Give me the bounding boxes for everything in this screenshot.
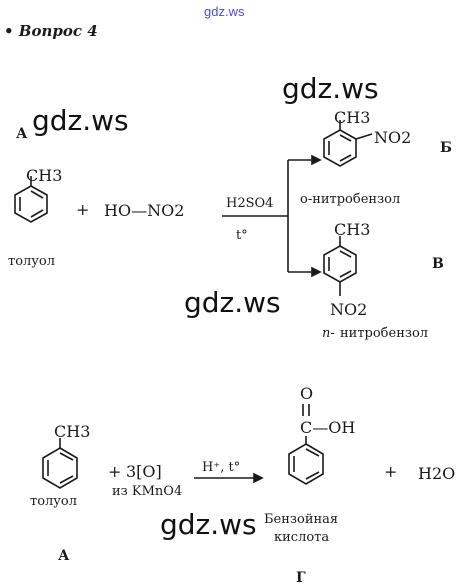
oxidant: 3[O]: [126, 462, 162, 481]
water: H2O: [418, 464, 456, 483]
label-b: Б: [440, 140, 452, 156]
condition: t°: [236, 228, 248, 243]
question-heading: • Вопрос 4: [4, 22, 98, 40]
plus-sign-3: +: [384, 462, 398, 481]
watermark: gdz.ws: [160, 508, 257, 541]
watermark: gdz.ws: [32, 104, 129, 137]
condition-2: H⁺, t°: [202, 460, 241, 475]
plus-sign: +: [76, 200, 90, 219]
label-v: В: [432, 256, 444, 272]
para-name: нитробензол: [340, 326, 429, 341]
toluene-ch3: CH3: [26, 166, 63, 185]
para-ch3: CH3: [334, 220, 371, 239]
ortho-no2: NO2: [374, 128, 412, 147]
oxidant-source: из KMnO4: [112, 484, 183, 499]
watermark: gdz.ws: [184, 286, 281, 319]
ortho-ch3: CH3: [334, 108, 371, 127]
label-a-2: А: [58, 548, 70, 564]
toluene2-ch3: CH3: [54, 422, 91, 441]
catalyst: H2SO4: [226, 196, 274, 211]
toluene-name: толуол: [8, 254, 56, 269]
acid-o: O: [300, 384, 314, 403]
acid-name-2: кислота: [274, 530, 330, 545]
plus-sign-2: +: [108, 462, 122, 481]
toluene2-name: толуол: [30, 494, 78, 509]
para-no2: NO2: [330, 300, 368, 319]
acid-coh: C—OH: [300, 418, 356, 437]
watermark: gdz.ws: [282, 72, 379, 105]
label-g: Г: [296, 570, 306, 586]
label-a: А: [16, 126, 28, 142]
top-watermark: gdz.ws: [204, 4, 245, 19]
ortho-name: о-нитробензол: [300, 192, 401, 207]
acid-name-1: Бензойная: [264, 512, 339, 527]
para-prefix: n-: [322, 326, 335, 341]
nitric-acid: HO—NO2: [104, 201, 185, 220]
